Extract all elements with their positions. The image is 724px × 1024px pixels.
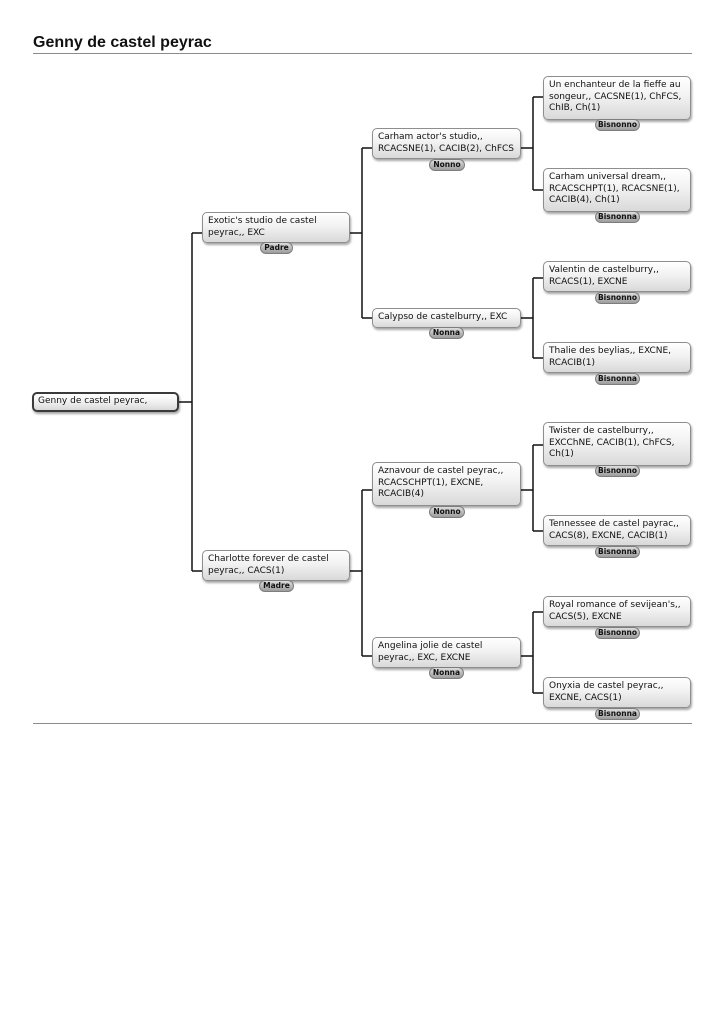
maternal-grandmother-node[interactable]: Angelina jolie de castel peyrac,, EXC, E… <box>372 637 521 668</box>
paternal-grandmother-name: Calypso de castelburry,, EXC <box>378 312 508 322</box>
maternal-grandmother-name: Angelina jolie de castel peyrac,, EXC, E… <box>378 641 483 663</box>
father-node[interactable]: Exotic's studio de castel peyrac,, EXC <box>202 212 350 243</box>
great-grandparent-6-role-badge: Bisnonna <box>595 546 640 558</box>
subject-node[interactable]: Genny de castel peyrac, <box>32 392 179 412</box>
great-grandparent-7-role-badge: Bisnonno <box>595 627 640 639</box>
paternal-grandfather-node[interactable]: Carham actor's studio,, RCACSNE(1), CACI… <box>372 128 521 159</box>
great-grandparent-5-name: Twister de castelburry,, EXCChNE, CACIB(… <box>549 426 675 460</box>
great-grandparent-4-node[interactable]: Thalie des beylias,, EXCNE, RCACIB(1) <box>543 342 691 373</box>
mother-role-badge: Madre <box>259 580 294 592</box>
mother-node[interactable]: Charlotte forever de castel peyrac,, CAC… <box>202 550 350 581</box>
great-grandparent-2-name: Carham universal dream,, RCACSCHPT(1), R… <box>549 172 680 206</box>
great-grandparent-3-role-badge: Bisnonno <box>595 292 640 304</box>
great-grandparent-2-node[interactable]: Carham universal dream,, RCACSCHPT(1), R… <box>543 168 691 212</box>
great-grandparent-7-node[interactable]: Royal romance of sevijean's,, CACS(5), E… <box>543 596 691 627</box>
great-grandparent-1-name: Un enchanteur de la fieffe au songeur,, … <box>549 80 682 114</box>
great-grandparent-3-node[interactable]: Valentin de castelburry,, RCACS(1), EXCN… <box>543 261 691 292</box>
great-grandparent-4-name: Thalie des beylias,, EXCNE, RCACIB(1) <box>549 346 672 368</box>
maternal-grandfather-name: Aznavour de castel peyrac,, RCACSCHPT(1)… <box>378 466 504 500</box>
maternal-grandmother-role-badge: Nonna <box>429 667 464 679</box>
mother-name: Charlotte forever de castel peyrac,, CAC… <box>208 554 329 576</box>
great-grandparent-5-role-badge: Bisnonno <box>595 465 640 477</box>
title-divider <box>33 53 692 54</box>
paternal-grandfather-name: Carham actor's studio,, RCACSNE(1), CACI… <box>378 132 515 154</box>
great-grandparent-8-name: Onyxia de castel peyrac,, EXCNE, CACS(1) <box>549 681 664 703</box>
great-grandparent-1-node[interactable]: Un enchanteur de la fieffe au songeur,, … <box>543 76 691 120</box>
paternal-grandfather-role-badge: Nonno <box>429 159 465 171</box>
great-grandparent-6-node[interactable]: Tennessee de castel payrac,, CACS(8), EX… <box>543 515 691 546</box>
paternal-grandmother-node[interactable]: Calypso de castelburry,, EXC <box>372 308 521 328</box>
great-grandparent-3-name: Valentin de castelburry,, RCACS(1), EXCN… <box>549 265 659 287</box>
paternal-grandmother-role-badge: Nonna <box>429 327 464 339</box>
great-grandparent-6-name: Tennessee de castel payrac,, CACS(8), EX… <box>549 519 679 541</box>
great-grandparent-1-role-badge: Bisnonno <box>595 119 640 131</box>
great-grandparent-5-node[interactable]: Twister de castelburry,, EXCChNE, CACIB(… <box>543 422 691 466</box>
footer-divider <box>33 723 692 724</box>
great-grandparent-8-role-badge: Bisnonna <box>595 708 640 720</box>
great-grandparent-7-name: Royal romance of sevijean's,, CACS(5), E… <box>549 600 681 622</box>
great-grandparent-8-node[interactable]: Onyxia de castel peyrac,, EXCNE, CACS(1) <box>543 677 691 708</box>
maternal-grandfather-node[interactable]: Aznavour de castel peyrac,, RCACSCHPT(1)… <box>372 462 521 506</box>
page-title: Genny de castel peyrac <box>33 34 212 51</box>
father-name: Exotic's studio de castel peyrac,, EXC <box>208 216 317 238</box>
maternal-grandfather-role-badge: Nonno <box>429 506 465 518</box>
great-grandparent-2-role-badge: Bisnonna <box>595 211 640 223</box>
great-grandparent-4-role-badge: Bisnonna <box>595 373 640 385</box>
father-role-badge: Padre <box>260 242 293 254</box>
subject-name: Genny de castel peyrac, <box>38 396 148 406</box>
